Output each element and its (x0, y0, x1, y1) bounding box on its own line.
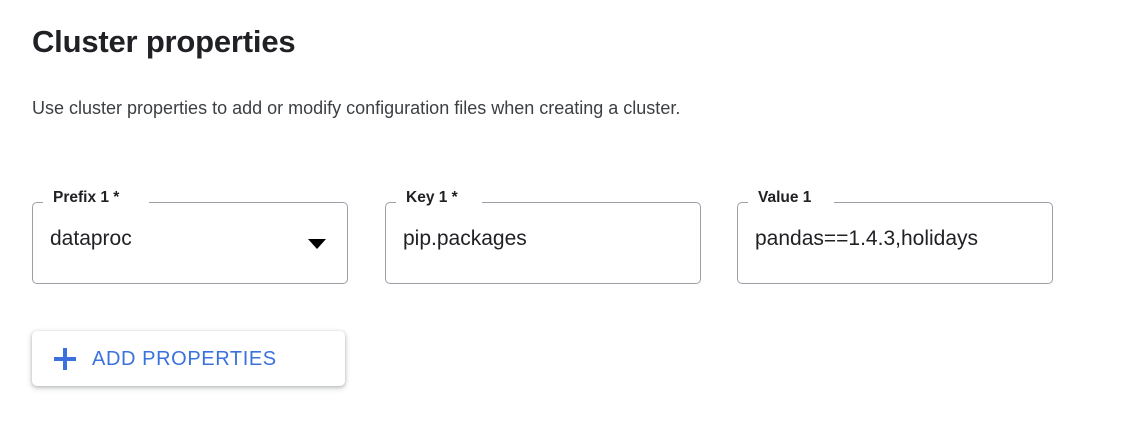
add-properties-button-label: ADD PROPERTIES (92, 347, 277, 370)
page-title: Cluster properties (32, 24, 296, 59)
page-subtitle: Use cluster properties to add or modify … (32, 98, 681, 118)
field-label-value-1: Value 1 (754, 189, 816, 207)
chevron-down-icon[interactable] (308, 239, 326, 249)
field-label-key-1: Key 1 * (402, 189, 462, 207)
key-input-value[interactable]: pip.packages (403, 227, 527, 250)
field-prefix-1[interactable]: Prefix 1 * dataproc (32, 189, 348, 284)
field-value-1[interactable]: Value 1 pandas==1.4.3,holidays (737, 189, 1053, 284)
field-label-prefix-1: Prefix 1 * (49, 189, 124, 207)
field-key-1[interactable]: Key 1 * pip.packages (385, 189, 701, 284)
prefix-select-value[interactable]: dataproc (50, 227, 132, 250)
plus-icon (54, 347, 76, 370)
add-properties-button[interactable]: ADD PROPERTIES (32, 331, 345, 386)
value-input-value[interactable]: pandas==1.4.3,holidays (755, 227, 979, 250)
